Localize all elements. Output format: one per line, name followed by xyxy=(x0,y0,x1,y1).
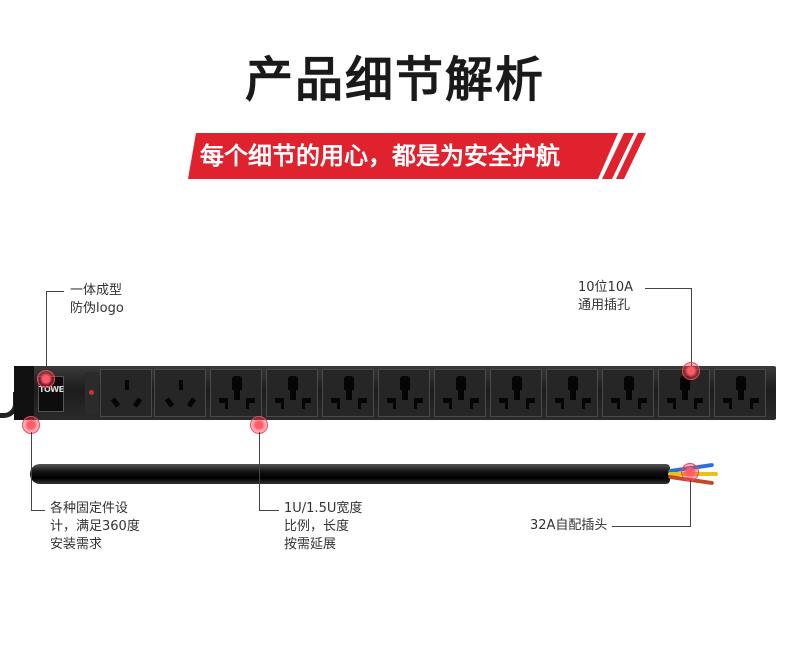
socket-outlet-icon xyxy=(100,369,152,417)
callout-plug: 32A自配插头 xyxy=(530,517,607,535)
callout-sockets: 10位10A 通用插孔 xyxy=(578,279,633,315)
power-cable xyxy=(30,464,670,484)
callout-width-line3: 按需延展 xyxy=(284,537,337,552)
leader-line xyxy=(690,480,691,526)
universal-socket-icon xyxy=(714,369,766,417)
leader-line xyxy=(46,291,47,376)
banner-slogan: 每个细节的用心，都是为安全护航 xyxy=(200,142,560,170)
callout-width-line2: 比例，长度 xyxy=(284,519,350,534)
callout-logo-line2: 防伪logo xyxy=(70,301,124,316)
socket-outlet-icon xyxy=(154,369,206,417)
universal-socket-icon xyxy=(210,369,262,417)
universal-socket-icon xyxy=(490,369,542,417)
strip-endcap xyxy=(14,366,34,420)
callout-width-line1: 1U/1.5U宽度 xyxy=(284,501,363,516)
callout-sockets-line1: 10位10A xyxy=(578,280,633,295)
callout-sockets-line2: 通用插孔 xyxy=(578,298,631,313)
callout-logo: 一体成型 防伪logo xyxy=(70,282,124,318)
leader-line xyxy=(259,510,279,511)
universal-socket-icon xyxy=(434,369,486,417)
red-marker-icon xyxy=(37,370,55,388)
leader-line xyxy=(645,288,691,289)
red-marker-icon xyxy=(681,463,699,481)
callout-logo-line1: 一体成型 xyxy=(70,283,123,298)
page-title: 产品细节解析 xyxy=(244,52,545,108)
callout-plug-line1: 32A自配插头 xyxy=(530,518,608,533)
universal-socket-icon xyxy=(546,369,598,417)
universal-socket-icon xyxy=(378,369,430,417)
callout-fixing-line1: 各种固定件设 xyxy=(50,501,129,516)
universal-socket-icon xyxy=(266,369,318,417)
universal-socket-icon xyxy=(602,369,654,417)
banner-background xyxy=(188,133,646,179)
leader-line xyxy=(612,526,691,527)
leader-line xyxy=(691,288,692,368)
brand-logo-text: TOWE xyxy=(39,385,64,394)
leader-line xyxy=(259,432,260,510)
leader-line xyxy=(31,432,32,510)
red-marker-icon xyxy=(682,362,700,380)
callout-fixing-line2: 计，满足360度 xyxy=(50,519,140,534)
indicator-light-icon xyxy=(89,390,94,395)
leader-line xyxy=(46,291,64,292)
callout-fixing-line3: 安装需求 xyxy=(50,537,103,552)
leader-line xyxy=(31,510,45,511)
universal-socket-icon xyxy=(322,369,374,417)
callout-width: 1U/1.5U宽度 比例，长度 按需延展 xyxy=(284,500,362,554)
callout-fixing: 各种固定件设 计，满足360度 安装需求 xyxy=(50,500,140,554)
